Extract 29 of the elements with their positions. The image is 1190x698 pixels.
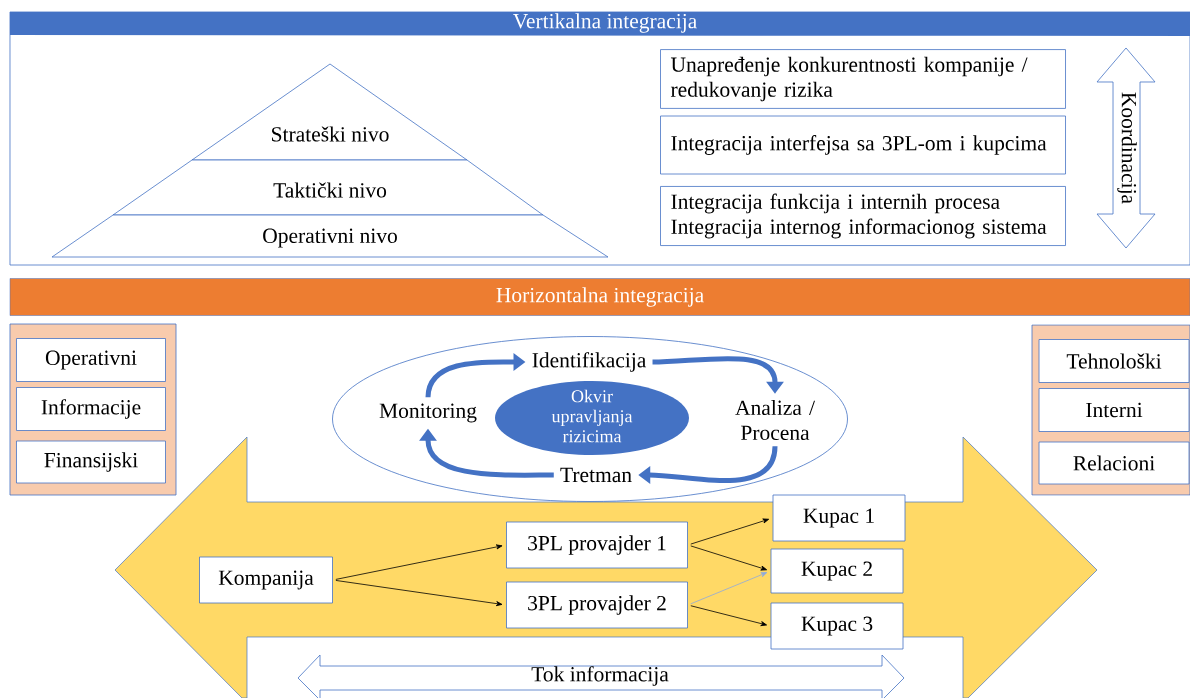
process-box: Kupac 2: [770, 548, 904, 594]
category-box: Operativni: [16, 338, 166, 382]
step-label: Analiza / Procena: [735, 399, 815, 441]
text-box: Unapređenje konkurentnosti kompanije / redukovanje rizika: [660, 49, 1066, 109]
pyramid-level: Taktički nivo: [112, 159, 544, 216]
step-label: Monitoring: [379, 403, 477, 423]
arrow: [690, 572, 768, 605]
category-box: Tehnološki: [1038, 339, 1190, 383]
process-box: Kupac 1: [772, 494, 906, 542]
pyramid-level: Strateški nivo: [191, 63, 468, 161]
arrow: [335, 580, 503, 607]
category-box: Informacije: [16, 387, 166, 431]
arrow: [335, 544, 503, 580]
arrow: [690, 605, 767, 627]
category-box: Interni: [1038, 388, 1190, 432]
process-box: Kupac 3: [770, 602, 904, 650]
pyramid-level: Operativni nivo: [51, 214, 609, 258]
arrow: [690, 518, 770, 545]
category-box: Relacioni: [1038, 441, 1190, 485]
banner: Horizontalna integracija: [9, 278, 1190, 316]
step-label: Identifikacija: [532, 352, 647, 372]
category-box: Finansijski: [16, 440, 166, 484]
process-box: 3PL provajder 2: [506, 581, 688, 629]
text-box: Integracija interfejsa sa 3PL-om i kupcima: [660, 115, 1066, 175]
process-box: 3PL provajder 1: [506, 521, 688, 569]
step-label: Tretman: [560, 467, 632, 483]
process-box: Kompanija: [199, 556, 333, 604]
text-box: Integracija funkcija i internih procesa Integracija internog informacionog sistema: [660, 186, 1066, 246]
arrow: [690, 545, 768, 571]
